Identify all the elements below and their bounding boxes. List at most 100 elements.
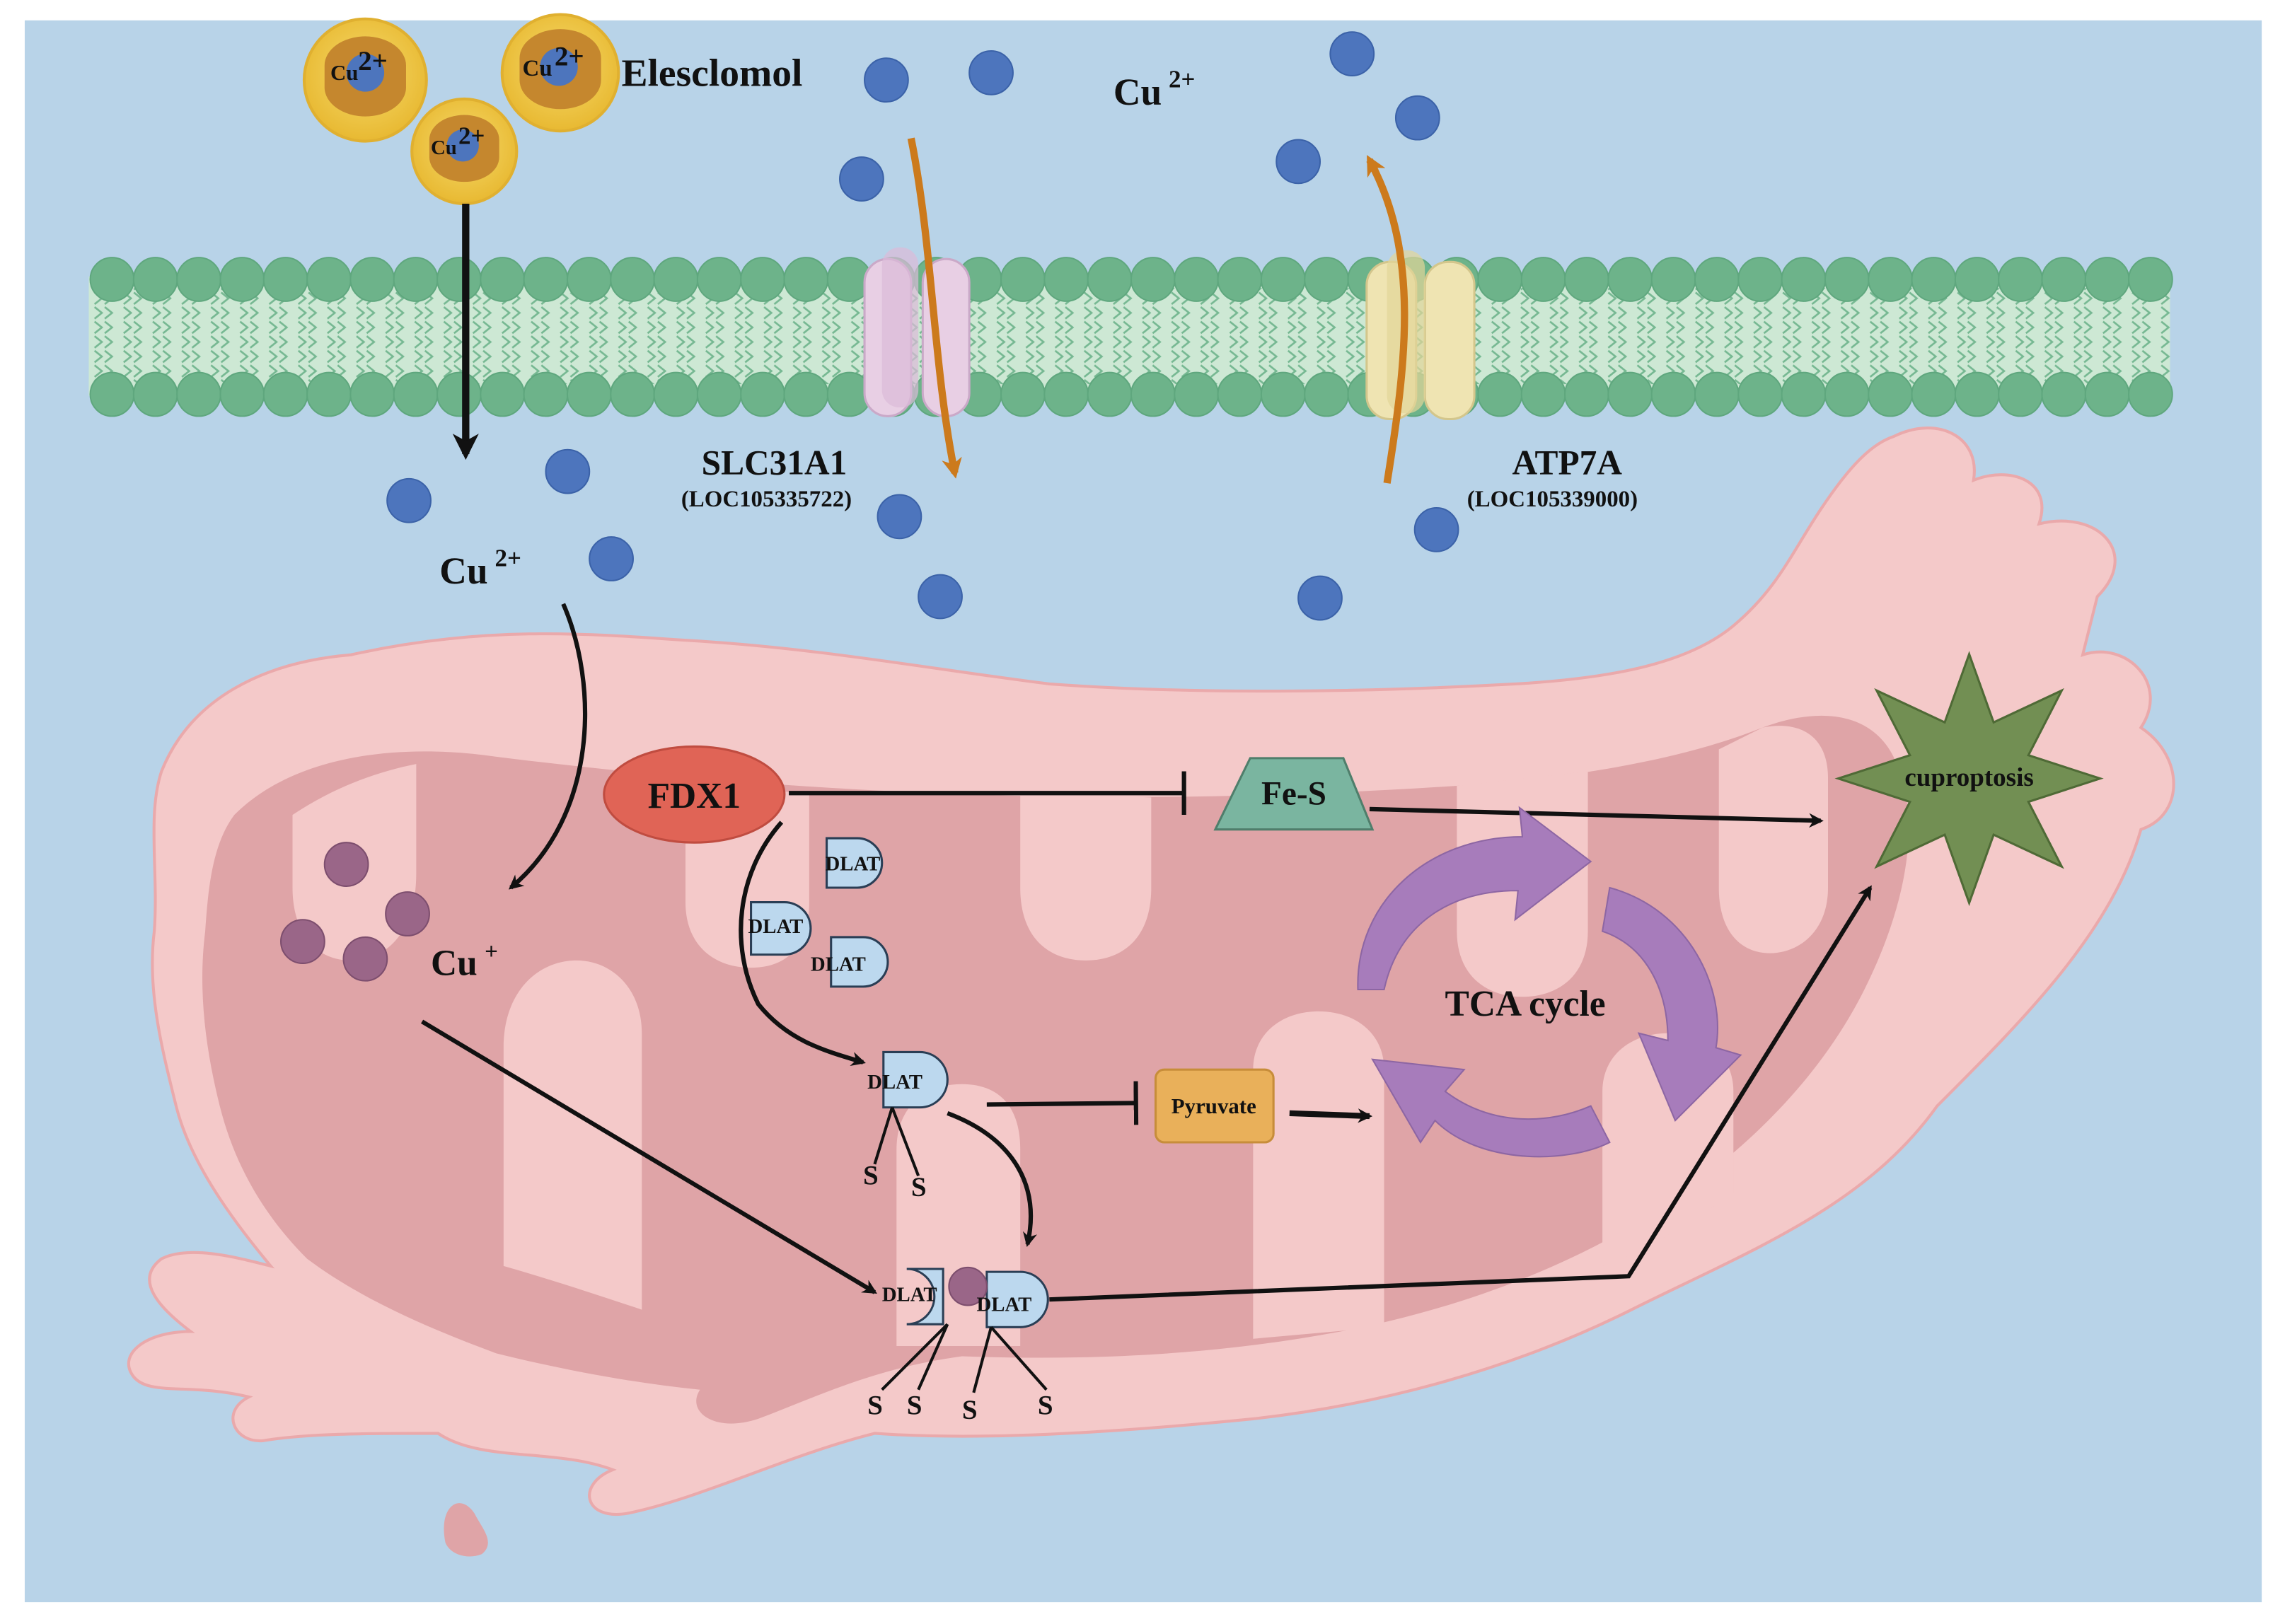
lipid-head xyxy=(480,257,526,302)
lipid-head xyxy=(1217,371,1263,417)
liposome-cu-label: Cu xyxy=(431,137,457,159)
liposome-cu-label: Cu xyxy=(523,56,553,81)
dlat-oligomer-to-cuproptosis-arrow xyxy=(1049,885,1873,1302)
cu-plus-ion-bound xyxy=(948,1266,988,1306)
lipid-head xyxy=(1998,257,2043,302)
lipid-head xyxy=(1000,371,1046,417)
lipid-head xyxy=(306,371,352,417)
lipid-head xyxy=(1520,257,1566,302)
lipid-head xyxy=(262,257,308,302)
lipid-head xyxy=(2084,371,2130,417)
lipid-head xyxy=(306,257,352,302)
pyruvate-label: Pyruvate xyxy=(1172,1094,1256,1118)
lipid-head xyxy=(1737,257,1783,302)
elesclomol-liposome: Cu 2+ xyxy=(410,97,519,206)
lipid-head xyxy=(1304,371,1349,417)
cuproptosis-label: cuproptosis xyxy=(1904,763,2033,792)
lipid-head xyxy=(393,257,439,302)
lipid-head xyxy=(1087,371,1133,417)
lipid-head xyxy=(610,257,655,302)
cu2-top-label: Cu xyxy=(1113,71,1162,113)
atp7a-label: ATP7A xyxy=(1512,443,1623,482)
lipid-head xyxy=(1998,371,2043,417)
lipid-head xyxy=(696,371,742,417)
dlat-label: DLAT xyxy=(748,915,803,938)
liposome-cu-label: Cu xyxy=(330,61,358,85)
lipid-head xyxy=(1954,371,2000,417)
sulfur-label: S xyxy=(863,1161,879,1191)
fdx1-node xyxy=(603,745,786,844)
lipid-head xyxy=(1087,257,1133,302)
lipid-head xyxy=(1954,257,2000,302)
elesclomol-label: Elesclomol xyxy=(621,52,802,95)
lipid-head xyxy=(1304,257,1349,302)
dlat-inhibits-pyruvate xyxy=(986,1081,1139,1125)
lipid-head xyxy=(1824,257,1870,302)
lipid-head xyxy=(566,257,612,302)
atp7a-locus-label: (LOC105339000) xyxy=(1467,487,1638,512)
lipid-head xyxy=(176,257,221,302)
copper-ion xyxy=(1394,95,1440,141)
slc31a1-channel-icon xyxy=(863,247,971,417)
copper-ion xyxy=(864,57,909,103)
lipid-head xyxy=(1824,371,1870,417)
mitochondrion-bud xyxy=(444,1503,488,1557)
lipid-head xyxy=(1174,371,1220,417)
tca-cycle-label: TCA cycle xyxy=(1445,984,1606,1024)
lipid-head xyxy=(696,257,742,302)
lipid-head xyxy=(1477,257,1523,302)
sulfur-label: S xyxy=(911,1172,927,1202)
copper-ion xyxy=(918,574,963,620)
lipid-head xyxy=(176,371,221,417)
lipid-head xyxy=(480,371,526,417)
lipid-head xyxy=(1477,371,1523,417)
atp7a-channel-icon xyxy=(1365,250,1476,421)
copper-ion xyxy=(839,156,884,202)
lipid-head xyxy=(219,257,265,302)
lipid-head xyxy=(1000,257,1046,302)
copper-ion xyxy=(589,536,634,581)
copper-ion xyxy=(1329,31,1375,77)
lipid-head xyxy=(740,371,785,417)
fe-s-label: Fe-S xyxy=(1261,776,1326,813)
lipid-head xyxy=(653,257,699,302)
lipoyl-sulfur-bonds xyxy=(873,1106,1048,1393)
lipid-head xyxy=(1607,257,1653,302)
lipid-head xyxy=(523,371,569,417)
lipid-head xyxy=(1650,257,1696,302)
sulfur-labels: S S S S S S xyxy=(863,1161,1053,1425)
cu2-top-charge: 2+ xyxy=(1169,65,1195,93)
lipid-head xyxy=(1694,257,1740,302)
lipid-head xyxy=(1520,371,1566,417)
cu2-left-label-group: Cu 2+ xyxy=(439,544,521,592)
lipid-head xyxy=(1043,257,1089,302)
lipid-head xyxy=(1564,371,1609,417)
copper-ion xyxy=(1413,506,1459,552)
dlat-icon xyxy=(985,1270,1049,1328)
dlat-icon xyxy=(906,1268,944,1326)
lipid-head xyxy=(1260,371,1306,417)
dlat-label: DLAT xyxy=(867,1071,922,1094)
dlat-icon xyxy=(750,901,812,956)
lipid-head xyxy=(349,257,395,302)
dlat-icon xyxy=(826,837,884,889)
copper-import-arrow xyxy=(907,137,962,479)
cu-plus-charge: + xyxy=(485,939,498,965)
cu-plus-label: Cu xyxy=(431,943,478,983)
pyruvate-to-tca-arrow xyxy=(1289,1108,1373,1123)
lipid-head xyxy=(1564,257,1609,302)
tca-cycle-icon xyxy=(1357,806,1742,1158)
lipid-head xyxy=(1781,371,1827,417)
dlat-label: DLAT xyxy=(825,852,880,875)
fdx1-label: FDX1 xyxy=(648,776,741,816)
lipid-head xyxy=(523,257,569,302)
lipid-head xyxy=(2084,257,2130,302)
liposome-cu-charge: 2+ xyxy=(555,42,584,72)
fdx1-to-dlat-arrow xyxy=(739,820,866,1067)
lipid-head xyxy=(1694,371,1740,417)
sulfur-label: S xyxy=(1038,1391,1053,1421)
slc31a1-label: SLC31A1 xyxy=(702,443,848,482)
cu-plus-ion xyxy=(342,936,388,982)
lipid-head xyxy=(132,371,178,417)
